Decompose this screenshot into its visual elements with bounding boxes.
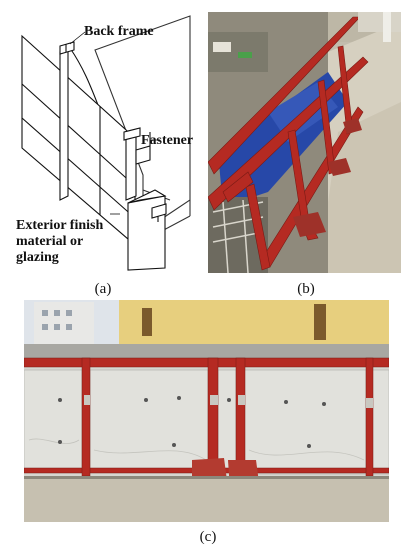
label-fastener: Fastener xyxy=(141,133,194,148)
base-plate xyxy=(293,212,326,237)
insulation-panel xyxy=(23,369,83,471)
concrete-ground xyxy=(24,476,389,522)
yellow-wall xyxy=(119,300,389,348)
photo-c-svg xyxy=(23,300,390,522)
label-exterior-1: Exterior finish xyxy=(16,218,104,233)
back-frame-post xyxy=(59,47,69,201)
right-post xyxy=(125,131,137,201)
caption-b: (b) xyxy=(297,281,315,297)
label-exterior-2: material or xyxy=(16,234,84,249)
facade-schematic-svg xyxy=(21,15,191,271)
panel-a-drawing: Back frame Fastener Exterior finish mate… xyxy=(0,0,205,275)
label-back-frame: Back frame xyxy=(84,24,154,39)
label-exterior-3: glazing xyxy=(16,250,59,265)
panel-c-photo xyxy=(23,300,390,522)
frame-top-beam xyxy=(23,357,390,368)
frame-post xyxy=(81,357,91,477)
caption-a: (a) xyxy=(94,281,112,297)
caption-c: (c) xyxy=(199,529,217,545)
photo-b-svg xyxy=(207,12,401,274)
fastener-clip xyxy=(135,145,151,165)
panel-b-photo xyxy=(207,12,401,274)
